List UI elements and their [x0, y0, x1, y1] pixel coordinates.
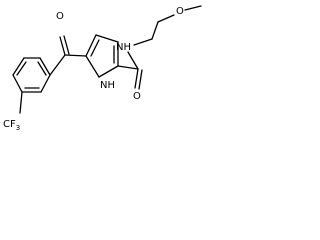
ketone-oxygen-label: O: [56, 11, 64, 22]
methoxy-oxygen-label: O: [176, 6, 184, 17]
ketone-group: O: [49, 11, 87, 76]
amide-group: O NH: [116, 42, 143, 102]
cf3-subscript: 3: [16, 124, 20, 132]
cf3-main: CF: [3, 119, 16, 130]
benzene-ring: [12, 57, 51, 93]
cf3-label: CF3: [3, 119, 20, 132]
methoxypropyl-chain: O: [133, 5, 202, 46]
chemical-structure-diagram: CF3 O NH O NH O: [3, 5, 202, 132]
trifluoromethyl-group: CF3: [3, 91, 23, 132]
amide-oxygen-label: O: [133, 91, 141, 102]
amide-nitrogen-label: NH: [116, 42, 131, 53]
pyrrole-ring: NH: [85, 34, 119, 91]
pyrrole-nitrogen-label: NH: [100, 80, 115, 91]
